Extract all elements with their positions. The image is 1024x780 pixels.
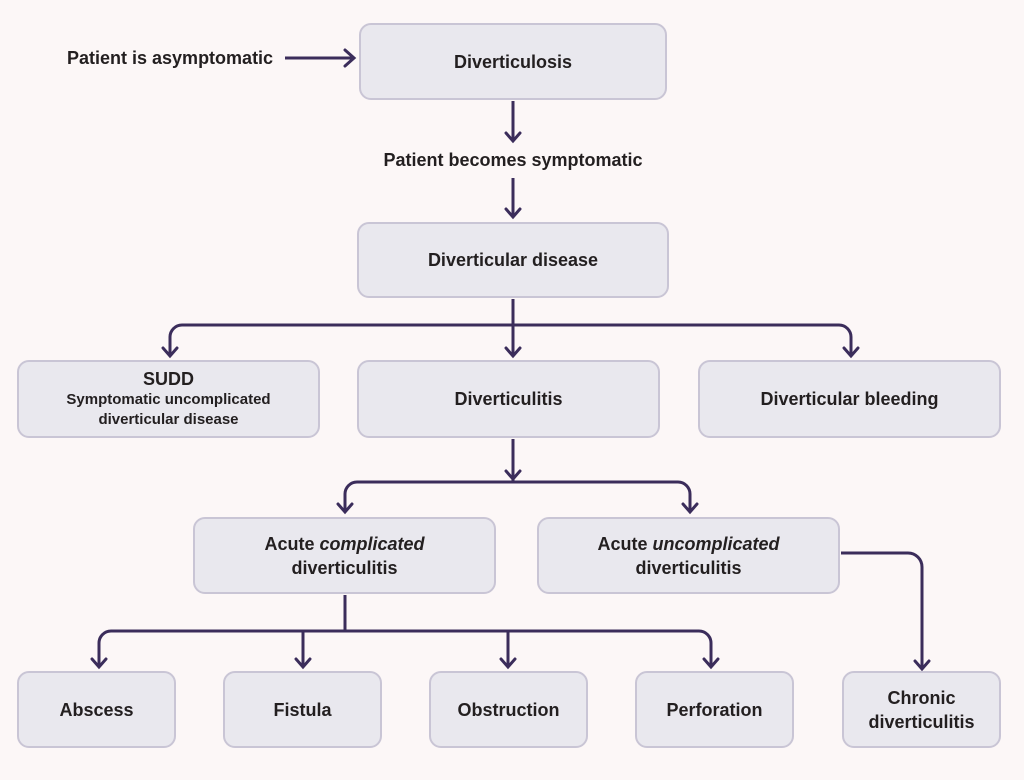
node-fistula-label: Fistula	[273, 699, 332, 720]
acute-uncomplicated-emphasis: uncomplicated	[652, 533, 780, 554]
acute-complicated-prefix: Acute	[264, 533, 315, 554]
arrowhead	[336, 502, 354, 515]
node-sudd: SUDD Symptomatic uncomplicated diverticu…	[17, 360, 320, 438]
node-chronic-line1: Chronic	[887, 687, 956, 708]
arrow-diverticulitis-to-acute-complicated	[336, 480, 513, 515]
arrow-acute-uncomplicated-to-chronic	[841, 551, 931, 672]
arrowhead	[343, 48, 357, 68]
arrow-to-obstruction	[499, 631, 517, 670]
node-diverticular-disease: Diverticular disease	[357, 222, 669, 298]
arrow-disease-to-bleeding	[513, 323, 860, 359]
arrow-to-abscess	[90, 629, 345, 670]
label-patient-asymptomatic: Patient is asymptomatic	[67, 48, 274, 68]
arrowhead	[504, 207, 522, 220]
connector-line	[345, 629, 713, 667]
node-diverticulosis-label: Diverticulosis	[453, 51, 573, 72]
node-sudd-subtitle-line2: diverticular disease	[98, 410, 239, 428]
node-acute-complicated-line2: diverticulitis	[291, 557, 398, 578]
node-diverticular-bleeding: Diverticular bleeding	[698, 360, 1001, 438]
arrowhead	[702, 657, 720, 670]
arrowhead	[913, 659, 931, 672]
arrowhead	[294, 657, 312, 670]
connector-line	[168, 323, 513, 356]
arrowhead	[499, 657, 517, 670]
node-obstruction-label: Obstruction	[457, 699, 560, 720]
node-acute-uncomplicated-line2: diverticulitis	[635, 557, 742, 578]
node-diverticular-disease-label: Diverticular disease	[427, 250, 599, 270]
arrowhead	[842, 346, 860, 359]
acute-uncomplicated-prefix: Acute	[597, 533, 648, 554]
arrowhead	[161, 346, 179, 359]
node-chronic-line2: diverticulitis	[868, 711, 975, 732]
node-perforation-label: Perforation	[666, 699, 763, 720]
connector-line	[343, 480, 513, 512]
arrow-disease-to-sudd	[161, 323, 513, 359]
arrow-diverticulosis-to-symptomatic	[504, 101, 522, 144]
arrowhead	[504, 346, 522, 359]
acute-complicated-emphasis: complicated	[319, 533, 425, 554]
node-abscess-label: Abscess	[59, 699, 134, 720]
connector-line	[513, 480, 692, 512]
node-abscess: Abscess	[17, 671, 176, 748]
arrowhead	[504, 131, 522, 144]
node-acute-complicated-diverticulitis: Acute complicated diverticulitis	[193, 517, 496, 594]
node-obstruction: Obstruction	[429, 671, 588, 748]
connector-line	[841, 551, 924, 669]
connector-line	[513, 323, 853, 356]
node-sudd-subtitle-line1: Symptomatic uncomplicated	[66, 390, 271, 408]
node-diverticulitis-label: Diverticulitis	[454, 389, 563, 409]
arrow-diverticulitis-down	[504, 439, 522, 482]
arrow-to-fistula	[294, 631, 312, 670]
node-diverticulitis: Diverticulitis	[357, 360, 660, 438]
node-acute-complicated-line1: Acute complicated	[264, 532, 424, 556]
arrowhead	[504, 469, 522, 482]
node-fistula: Fistula	[223, 671, 382, 748]
arrow-asymptomatic-to-diverticulosis	[285, 48, 357, 68]
node-diverticulosis: Diverticulosis	[359, 23, 667, 100]
arrowhead	[90, 657, 108, 670]
node-diverticular-bleeding-label: Diverticular bleeding	[760, 389, 939, 409]
node-acute-uncomplicated-line1: Acute uncomplicated	[597, 532, 779, 556]
node-acute-uncomplicated-diverticulitis: Acute uncomplicated diverticulitis	[537, 517, 840, 594]
arrowhead	[681, 502, 699, 515]
label-patient-symptomatic: Patient becomes symptomatic	[383, 150, 643, 170]
arrow-disease-to-diverticulitis	[504, 299, 522, 359]
node-sudd-title: SUDD	[142, 368, 194, 389]
arrow-symptomatic-to-diverticular-disease	[504, 178, 522, 220]
arrow-diverticulitis-to-acute-uncomplicated	[513, 480, 699, 515]
arrow-to-perforation	[345, 629, 720, 670]
node-perforation: Perforation	[635, 671, 794, 748]
connector-line	[97, 629, 345, 667]
node-chronic-diverticulitis: Chronic diverticulitis	[842, 671, 1001, 748]
